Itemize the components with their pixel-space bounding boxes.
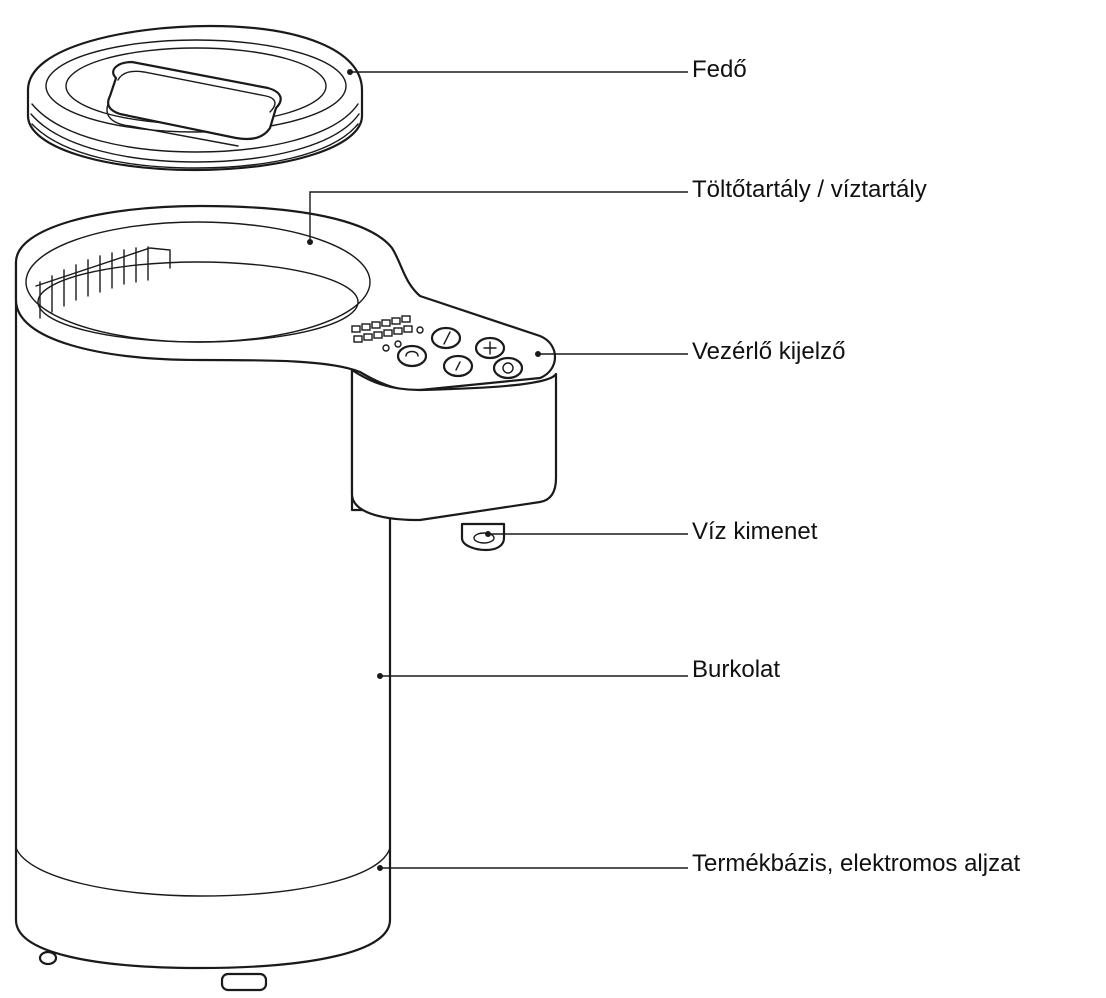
housing-body xyxy=(14,260,392,970)
lid-ring-1 xyxy=(31,103,359,153)
tank-rim-outer xyxy=(14,204,556,392)
base-seam xyxy=(15,847,391,897)
button-plus xyxy=(474,336,506,360)
button-power xyxy=(492,356,524,380)
nozzle-tip xyxy=(473,532,495,544)
label-lid: Fedő xyxy=(692,56,747,83)
lid-inner-recess xyxy=(45,39,347,133)
tank-opening-inner xyxy=(37,261,359,343)
indicator-led-2 xyxy=(394,340,402,348)
water-outlet-nozzle xyxy=(460,522,506,552)
leader-lines xyxy=(307,69,688,871)
indicator-led-3 xyxy=(382,344,390,352)
leader-line-tank xyxy=(309,191,688,242)
label-tank: Töltőtartály / víztartály xyxy=(692,176,927,203)
lid-handle-base xyxy=(106,103,239,147)
control-panel xyxy=(351,315,524,380)
label-housing: Burkolat xyxy=(692,656,781,683)
label-control-display: Vezérlő kijelző xyxy=(692,338,846,365)
tank-vent-slats xyxy=(35,246,171,319)
indicator-led-1 xyxy=(416,326,424,334)
display-segments xyxy=(351,315,413,343)
lid-ring-2 xyxy=(30,113,360,163)
lid-ring-3 xyxy=(31,123,359,169)
control-housing xyxy=(350,368,558,522)
label-water-outlet: Víz kimenet xyxy=(692,518,818,545)
lid-drawing xyxy=(26,24,364,172)
button-minus xyxy=(442,354,474,378)
tank-drawing xyxy=(14,204,558,552)
housing-drawing xyxy=(14,260,392,992)
button-left xyxy=(396,344,428,368)
button-top-center xyxy=(430,326,462,350)
label-base: Termékbázis, elektromos aljzat xyxy=(692,850,1021,877)
lid-handle-top xyxy=(117,70,276,113)
foot-left xyxy=(38,950,58,966)
foot-center xyxy=(220,972,268,992)
lid-handle xyxy=(107,60,282,141)
